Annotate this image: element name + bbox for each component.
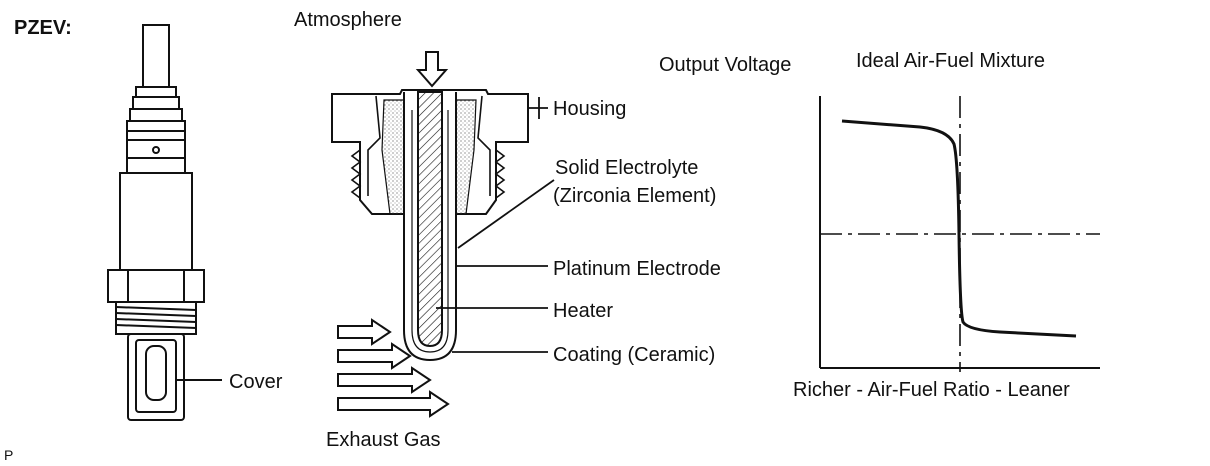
heater-label: Heater [553, 300, 614, 322]
oxygen-sensor-illustration [107, 24, 205, 421]
voltage-graph [819, 96, 1100, 372]
ideal-mixture-label: Ideal Air-Fuel Mixture [856, 50, 1045, 72]
platinum-electrode-label: Platinum Electrode [553, 258, 721, 280]
solid-electrolyte-label: Solid Electrolyte [555, 157, 699, 179]
page-title: PZEV: [14, 17, 72, 39]
footer-mark: P [4, 447, 14, 463]
output-voltage-curve [841, 119, 1077, 338]
housing-label: Housing [553, 98, 627, 120]
output-voltage-label: Output Voltage [659, 54, 792, 76]
exhaust-gas-arrows-icon [337, 318, 450, 418]
coating-label: Coating (Ceramic) [553, 344, 716, 366]
exhaust-gas-label: Exhaust Gas [326, 429, 441, 451]
air-fuel-ratio-label: Richer - Air-Fuel Ratio - Leaner [793, 379, 1070, 401]
atmosphere-arrow-icon [415, 51, 449, 88]
sensor-cross-section [331, 89, 529, 362]
callout-leader-lines [436, 97, 555, 353]
atmosphere-label: Atmosphere [294, 9, 402, 31]
cover-label: Cover [229, 371, 283, 393]
zirconia-element-label: (Zirconia Element) [553, 185, 717, 207]
